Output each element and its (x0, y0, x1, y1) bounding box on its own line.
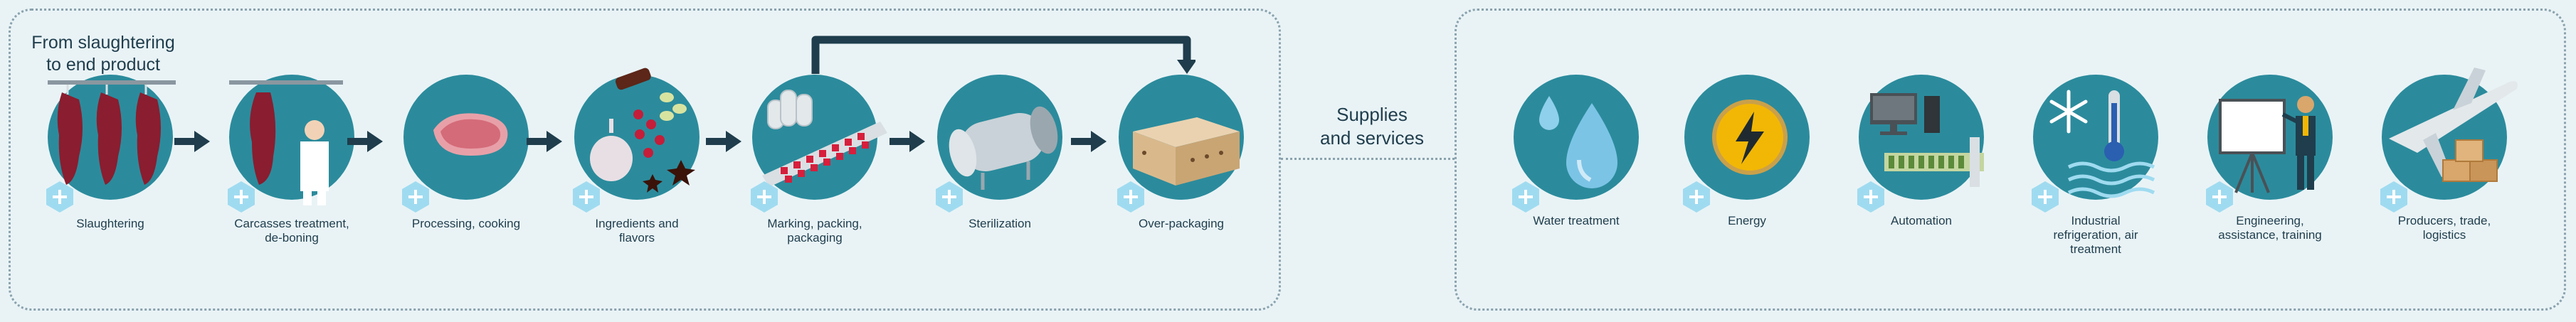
step-circle (229, 75, 354, 205)
step-processing[interactable]: Processing, cooking (384, 75, 548, 259)
computer-plc-icon (1870, 93, 1984, 187)
step-label: Processing, cooking (411, 217, 521, 230)
cardboard-box-icon (1133, 117, 1240, 186)
service-label: Engineering,assistance, training (2218, 214, 2322, 242)
step-label: Slaughtering (76, 217, 144, 230)
plus-badge-icon[interactable] (932, 180, 966, 214)
step-over-packaging[interactable]: Over-packaging (1099, 75, 1263, 259)
supplies-title-line1: Supplies (1336, 104, 1408, 125)
supplies-title: Supplies and services (1301, 103, 1443, 150)
snowflake-thermometer-icon (2049, 90, 2155, 198)
meat-hanging-icon (48, 80, 176, 185)
plus-badge-icon[interactable] (1679, 180, 1714, 214)
step-circle (48, 75, 176, 200)
airplane-boxes-icon (2389, 68, 2518, 182)
step-circle (1119, 75, 1244, 200)
presentation-icon (2219, 96, 2316, 193)
services-panel (1455, 9, 2566, 311)
step-circle (752, 75, 887, 200)
water-drop-icon (1539, 96, 1617, 188)
step-sterilization[interactable]: Sterilization (918, 75, 1082, 259)
butcher-icon (229, 80, 343, 205)
service-circle (2033, 75, 2158, 200)
step-circle (574, 68, 700, 200)
plus-badge-icon[interactable] (2377, 180, 2411, 214)
panels-connector (1281, 158, 1455, 160)
plus-badge-icon[interactable] (2202, 180, 2237, 214)
step-slaughtering[interactable]: Slaughtering (28, 75, 192, 259)
step-carcasses-treatment[interactable]: Carcasses treatment,de-boning (210, 75, 374, 259)
arrow-right-icon (347, 131, 383, 152)
supplies-title-line2: and services (1320, 127, 1424, 149)
arrow-right-icon (174, 131, 210, 152)
service-automation[interactable]: Automation (1839, 75, 2003, 259)
arrow-right-icon (1071, 131, 1107, 152)
process-panel: From slaughtering to end product (9, 9, 1281, 311)
plus-badge-icon[interactable] (224, 180, 258, 214)
service-energy[interactable]: Energy (1665, 75, 1829, 259)
arrow-right-icon (706, 131, 741, 152)
plus-badge-icon[interactable] (1114, 180, 1148, 214)
service-label: Water treatment (1533, 214, 1620, 227)
steak-icon (433, 113, 508, 156)
plus-badge-icon[interactable] (1854, 180, 1888, 214)
plus-badge-icon[interactable] (398, 180, 433, 214)
step-circle (937, 75, 1062, 200)
step-label: Marking, packing,packaging (767, 217, 862, 245)
plus-badge-icon[interactable] (569, 180, 603, 214)
process-title-line1: From slaughtering (31, 33, 175, 53)
service-label: Automation (1891, 214, 1952, 227)
service-circle (1859, 75, 1984, 200)
plus-badge-icon[interactable] (2028, 180, 2062, 214)
service-circle (2207, 75, 2333, 200)
loop-arrow (811, 36, 1195, 74)
step-circle (403, 75, 529, 200)
packaging-machine-icon (762, 90, 887, 187)
service-producers-trade-logistics[interactable]: Producers, trade,logistics (2363, 68, 2526, 259)
step-marking-packing[interactable]: Marking, packing,packaging (733, 75, 897, 259)
arrow-right-icon (527, 131, 562, 152)
service-engineering[interactable]: Engineering,assistance, training (2188, 75, 2352, 259)
service-circle (1684, 75, 1810, 200)
service-label: Producers, trade,logistics (2397, 214, 2491, 242)
process-title: From slaughtering to end product (11, 32, 196, 76)
step-label: Carcasses treatment,de-boning (234, 217, 349, 245)
service-label: Energy (1728, 214, 1766, 227)
step-label: Sterilization (968, 217, 1031, 230)
process-title-line2: to end product (46, 55, 160, 75)
service-circle (1514, 75, 1639, 200)
lightning-icon (1712, 100, 1788, 175)
garlic-spices-icon (590, 68, 695, 193)
plus-badge-icon[interactable] (43, 180, 77, 214)
service-water-treatment[interactable]: Water treatment (1494, 75, 1658, 259)
plus-badge-icon[interactable] (1509, 180, 1543, 214)
service-circle (2382, 68, 2518, 200)
step-label: Over-packaging (1138, 217, 1224, 230)
arrow-right-icon (890, 131, 925, 152)
plus-badge-icon[interactable] (747, 180, 781, 214)
autoclave-icon (949, 106, 1058, 190)
